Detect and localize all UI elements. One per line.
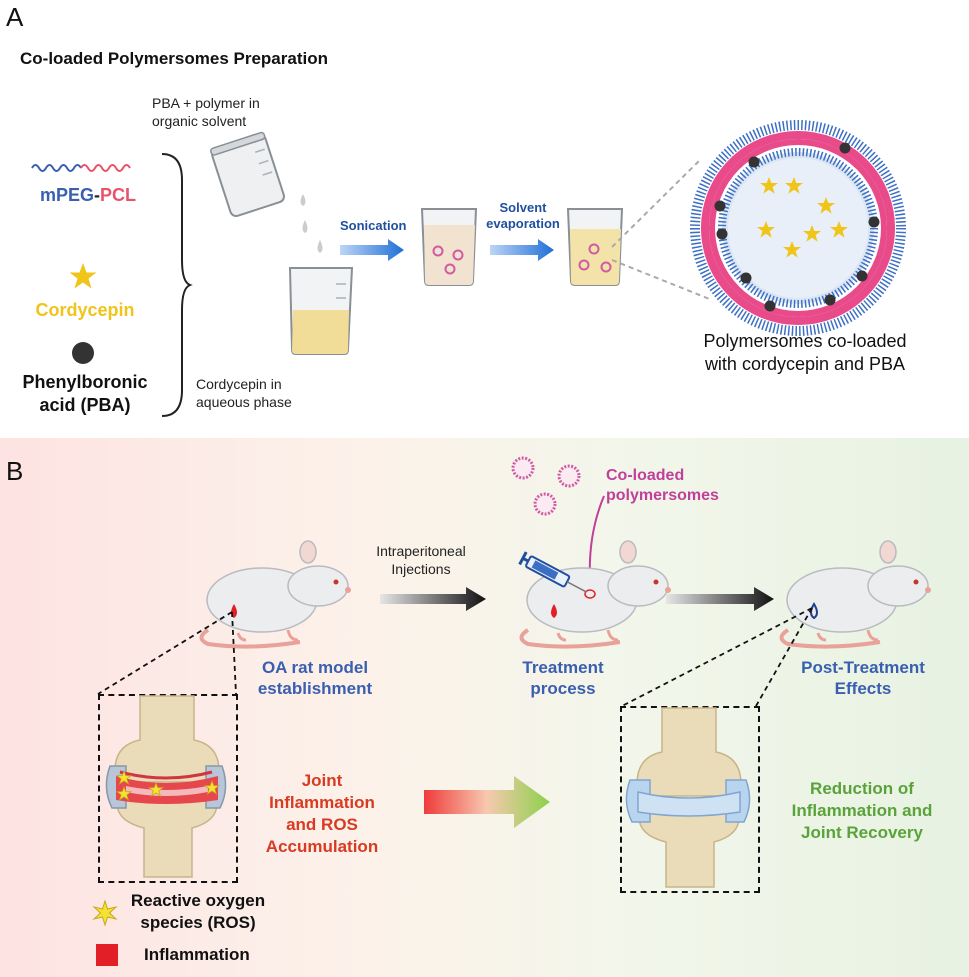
ros-star-icon [92, 899, 118, 927]
inflammation-legend-label: Inflammation [144, 945, 250, 964]
pouring-beaker-icon [210, 131, 285, 217]
oa-rat-icon [199, 540, 351, 649]
pba-dot-icon [72, 342, 94, 364]
cordycepin-label: Cordycepin [35, 300, 135, 320]
aqueous-beaker-icon [288, 267, 354, 355]
inflamed-joint-box [98, 694, 238, 883]
pba-label-line1: Phenylboronic [22, 372, 148, 392]
zoom-lines [611, 159, 713, 301]
sonication-arrow [340, 239, 404, 261]
healthy-joint-box [620, 706, 760, 893]
polymer-label: mPEG-PCL [39, 185, 137, 205]
panel-b-letter: B [6, 456, 24, 486]
panel-a-letter: A [6, 2, 24, 32]
inflammation-swatch [96, 944, 118, 966]
healthy-joint-icon [625, 707, 751, 888]
recovery-arrow [424, 776, 550, 828]
post-treatment-arrow [666, 587, 774, 611]
panel-a-title: Co-loaded Polymersomes Preparation [20, 49, 328, 68]
recovered-rat-icon [779, 540, 931, 649]
polymer-chain-icon [31, 164, 131, 172]
treated-rat-icon [519, 540, 671, 649]
floating-polymersomes-icon [511, 456, 581, 516]
syringe-icon [518, 551, 587, 593]
grouping-brace [161, 153, 193, 417]
polymersome-diagram [690, 120, 906, 336]
injection-arrow [380, 587, 486, 611]
sonicated-beaker-icon [420, 208, 478, 286]
evaporation-arrow [490, 239, 554, 261]
pba-label-line2: acid (PBA) [39, 395, 131, 415]
inflamed-joint-icon [105, 695, 227, 878]
cordycepin-star-icon [69, 263, 97, 289]
zoom-lines-b [97, 607, 813, 707]
final-beaker-icon [566, 208, 624, 286]
sonication-label: Sonication [340, 218, 407, 233]
